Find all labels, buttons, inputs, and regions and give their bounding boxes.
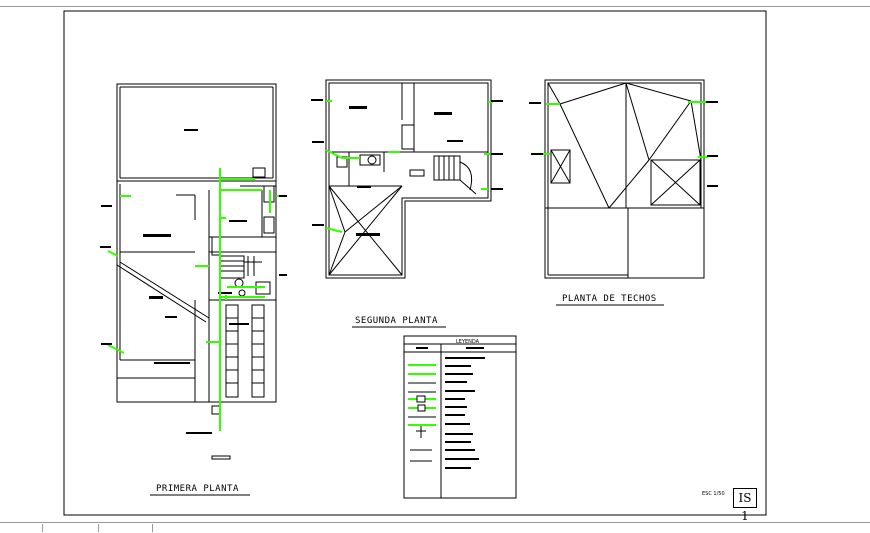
scale-label: ESC 1/50 — [702, 491, 725, 497]
layout-tab-layout[interactable] — [98, 524, 153, 532]
roof-tags — [529, 101, 718, 187]
window-top-bar — [0, 0, 870, 7]
first-floor-title: PRIMERA PLANTA — [156, 484, 239, 494]
layout-tab-blank[interactable] — [0, 524, 43, 532]
legend-table — [403, 335, 517, 499]
legend-descriptions — [445, 357, 485, 469]
roof-title: PLANTA DE TECHOS — [562, 294, 657, 304]
second-floor-room-labels — [349, 106, 463, 236]
sheet-frame — [63, 10, 767, 516]
second-floor-pipes — [325, 100, 493, 233]
roof-pipes — [540, 101, 708, 158]
sheet-number: IS 1 — [733, 488, 757, 523]
layout-tab-model[interactable] — [42, 524, 99, 532]
legend-symbols — [408, 364, 436, 462]
legend-headers — [416, 347, 484, 349]
first-floor-tags — [100, 195, 287, 345]
first-floor-room-labels — [143, 129, 249, 434]
legend-title: LEYENDA — [456, 339, 480, 345]
second-floor-title: SEGUNDA PLANTA — [355, 316, 438, 326]
second-floor-tags — [311, 99, 503, 226]
roof-plan — [544, 79, 705, 279]
second-floor-plan — [325, 79, 492, 279]
window-bottom-bar — [0, 522, 870, 533]
first-floor-plan — [116, 83, 277, 460]
